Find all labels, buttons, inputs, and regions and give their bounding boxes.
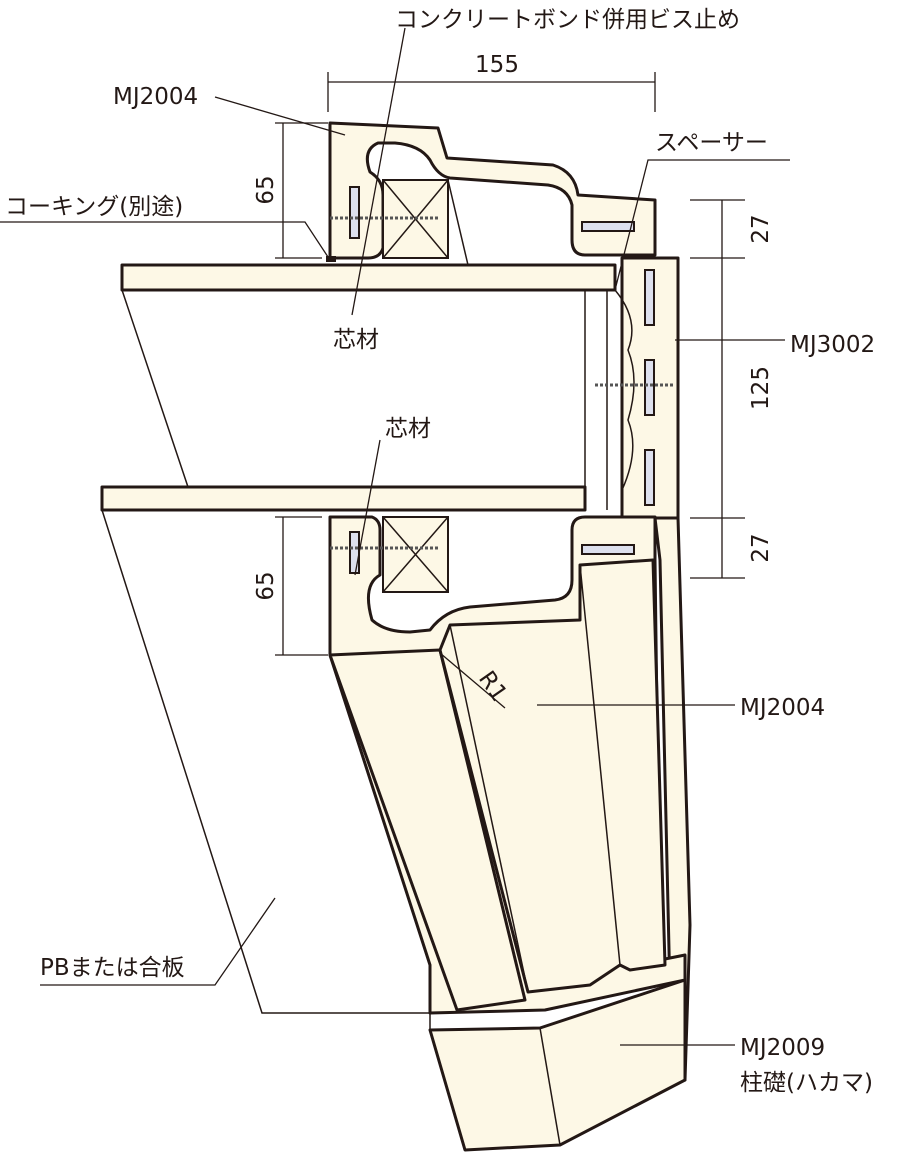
mj2004-bottom-label: MJ2004 (740, 695, 825, 721)
mj2009-label: MJ2009 (740, 1035, 825, 1061)
dim-width-155: 155 (475, 52, 519, 78)
dimension-lines (275, 72, 745, 656)
upper-board (120, 263, 617, 510)
dim-height-top: 65 (253, 175, 279, 204)
hakama-label: 柱礎(ハカマ) (740, 1070, 873, 1096)
lower-mj2004-profile (328, 515, 687, 1015)
mj3002-label: MJ3002 (790, 332, 875, 358)
lower-board-pb (100, 485, 587, 1014)
caulking-label: コーキング(別途) (5, 194, 183, 220)
upper-mj2004-profile (326, 121, 657, 266)
bond-slot (581, 221, 635, 232)
mj3002-profile (595, 256, 680, 520)
spacer-label: スペーサー (655, 130, 768, 156)
pb-plywood-label: PBまたは合板 (40, 955, 185, 981)
mj2004-top-label: MJ2004 (113, 84, 198, 110)
dim-right-mid: 125 (748, 366, 774, 410)
dim-right-bottom: 27 (748, 533, 774, 562)
dim-right-top: 27 (748, 214, 774, 243)
dim-height-bottom: 65 (253, 571, 279, 600)
core-material-lower-label: 芯材 (385, 416, 431, 442)
core-material-upper-label: 芯材 (333, 327, 379, 353)
bond-slot (349, 186, 360, 239)
screw-note-label: コンクリートボンド併用ビス止め (395, 7, 740, 33)
leader-lines (0, 27, 790, 1046)
mj2009-hakama-profile (428, 978, 687, 1152)
